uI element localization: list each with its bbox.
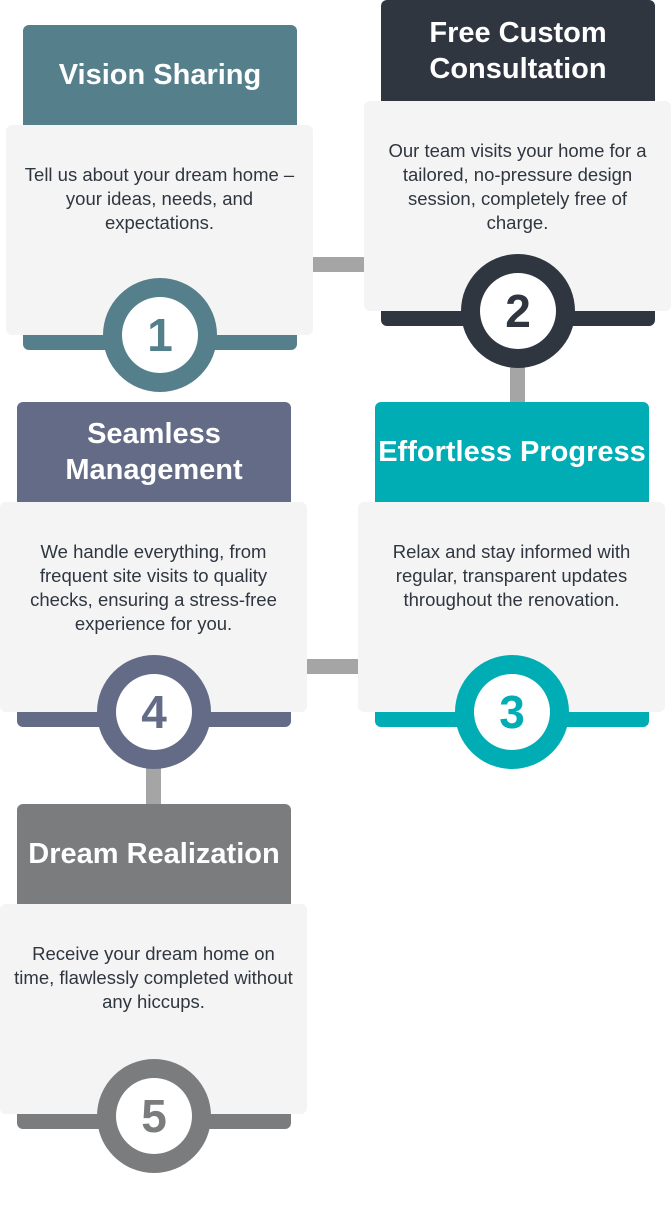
- connector-1-2: [310, 257, 368, 272]
- step-number-badge: 1: [103, 278, 217, 392]
- step-number-badge: 4: [97, 655, 211, 769]
- connector-3-4: [304, 659, 362, 674]
- step-title: Free Custom Consultation: [381, 0, 655, 101]
- step-1: Vision Sharing Tell us about your dream …: [6, 25, 313, 445]
- step-title: Seamless Management: [17, 402, 291, 502]
- step-number: 4: [116, 674, 192, 750]
- step-number: 3: [474, 674, 550, 750]
- step-title: Effortless Progress: [375, 402, 649, 502]
- step-title: Dream Realization: [17, 804, 291, 904]
- step-number-badge: 2: [461, 254, 575, 368]
- step-number-badge: 5: [97, 1059, 211, 1173]
- step-4: Seamless Management We handle everything…: [0, 402, 307, 822]
- step-5: Dream Realization Receive your dream hom…: [0, 804, 307, 1224]
- step-3: Effortless Progress Relax and stay infor…: [358, 402, 665, 822]
- step-number-badge: 3: [455, 655, 569, 769]
- step-number: 2: [480, 273, 556, 349]
- step-2: Free Custom Consultation Our team visits…: [364, 0, 671, 421]
- connector-4-5: [146, 762, 161, 808]
- step-number: 1: [122, 297, 198, 373]
- step-title: Vision Sharing: [23, 25, 297, 125]
- connector-2-3: [510, 360, 525, 406]
- step-number: 5: [116, 1078, 192, 1154]
